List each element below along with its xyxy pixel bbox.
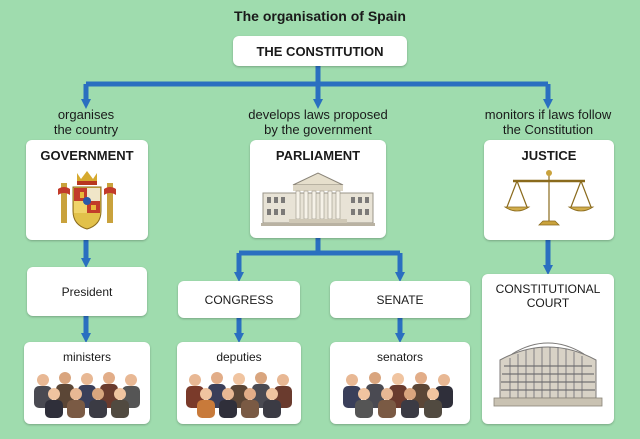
senate-label: SENATE <box>376 292 424 307</box>
ministers-box: ministers <box>24 342 150 424</box>
congress-label: CONGRESS <box>204 292 274 307</box>
government-caption: organises the country <box>16 107 156 137</box>
diagram-title: The organisation of Spain <box>234 8 406 24</box>
deputies-box: deputies <box>177 342 301 424</box>
government-caption-line1: organises <box>57 107 115 122</box>
deputies-label: deputies <box>216 350 262 364</box>
government-label: GOVERNMENT <box>40 148 134 163</box>
parliament-caption: develops laws proposed by the government <box>218 107 418 137</box>
constitutional-court-box: CONSTITUTIONAL COURT <box>482 274 614 424</box>
court-building-icon <box>493 342 603 407</box>
congress-box: CONGRESS <box>178 281 300 318</box>
justice-caption-line1: monitors if laws follow <box>484 107 612 122</box>
ministers-label: ministers <box>62 350 111 364</box>
parliament-caption-line2: by the government <box>264 122 372 137</box>
constitution-label: THE CONSTITUTION <box>256 43 384 59</box>
justice-label: JUSTICE <box>521 148 577 163</box>
parliament-building-icon <box>261 172 375 226</box>
justice-caption: monitors if laws follow the Constitution <box>462 107 634 137</box>
constitution-box: THE CONSTITUTION <box>233 36 407 66</box>
court-label-line2: COURT <box>526 296 570 310</box>
justice-box: JUSTICE <box>484 140 614 240</box>
coat-of-arms-icon <box>58 171 116 230</box>
parliament-label: PARLIAMENT <box>275 148 361 163</box>
constitutional-court-label: CONSTITUTIONAL COURT <box>496 282 601 310</box>
president-label: President <box>61 284 113 299</box>
government-caption-line2: the country <box>53 122 119 137</box>
president-box: President <box>27 267 147 316</box>
senators-label: senators <box>376 350 424 364</box>
justice-caption-line2: the Constitution <box>502 122 594 137</box>
government-box: GOVERNMENT <box>26 140 148 240</box>
people-group-icon <box>186 372 292 418</box>
people-group-icon <box>34 372 140 418</box>
people-group-icon <box>343 372 453 418</box>
senators-box: senators <box>330 342 470 424</box>
parliament-box: PARLIAMENT <box>250 140 386 238</box>
parliament-caption-line1: develops laws proposed <box>248 107 388 122</box>
senate-box: SENATE <box>330 281 470 318</box>
scales-icon <box>503 170 595 226</box>
court-label-line1: CONSTITUTIONAL <box>495 282 601 296</box>
